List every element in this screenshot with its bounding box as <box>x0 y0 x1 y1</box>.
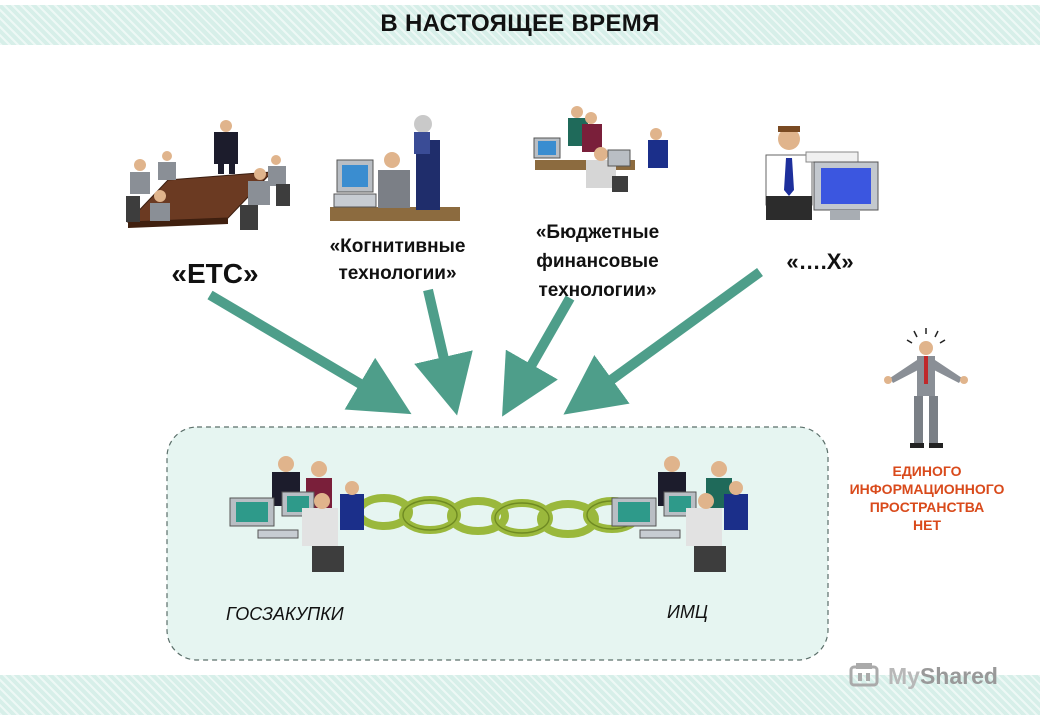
source-label-x: «….Х» <box>786 249 854 274</box>
source-label-cognitive: «Когнитивные технологии» <box>305 233 490 287</box>
man-with-computer-icon <box>765 126 879 220</box>
confused-man-icon <box>884 328 968 448</box>
warning-text: ЕДИНОГО ИНФОРМАЦИОННОГО ПРОСТРАНСТВА НЕТ <box>828 462 1026 534</box>
integration-frame <box>166 426 829 661</box>
arrows <box>207 267 763 417</box>
watermark-my: My <box>888 662 920 689</box>
source-label-budget: «Бюджетные финансовые технологии» <box>505 218 690 305</box>
warning-line2: ИНФОРМАЦИОННОГО <box>849 481 1005 497</box>
source-label-budget-line2: финансовые <box>536 251 659 272</box>
source-label-cognitive-line2: технологии» <box>338 263 457 284</box>
watermark-logo-icon <box>849 663 879 687</box>
arrow-x <box>563 267 763 415</box>
source-label-budget-line1: «Бюджетные <box>535 222 660 243</box>
warning-line3: ПРОСТРАНСТВА <box>869 499 985 515</box>
arrow-budget <box>502 295 575 417</box>
arrow-cognitive <box>414 288 473 416</box>
node-label-imc: ИМЦ <box>667 602 708 622</box>
office-workers-icon <box>533 106 668 192</box>
meeting-table-icon <box>126 120 290 230</box>
page-title: В НАСТОЯЩЕЕ ВРЕМЯ <box>380 10 660 37</box>
computer-operator-icon <box>330 115 460 221</box>
top-header-band <box>0 5 1040 45</box>
bottom-footer-band <box>0 675 1040 715</box>
source-label-budget-line3: технологии» <box>538 280 657 301</box>
warning-line4: НЕТ <box>913 517 941 533</box>
source-label-cognitive-line1: «Когнитивные <box>329 236 466 257</box>
watermark: MyShared <box>848 656 1018 696</box>
workstation-right-icon <box>611 456 748 572</box>
watermark-text: MyShared <box>888 663 998 690</box>
node-label-goszakupki: ГОСЗАКУПКИ <box>226 604 344 624</box>
source-label-etc: «ЕТС» <box>171 258 259 289</box>
watermark-shared: Shared <box>919 662 998 689</box>
workstation-left-icon <box>229 456 364 572</box>
warning-line1: ЕДИНОГО <box>892 463 962 479</box>
arrow-etc <box>207 290 412 415</box>
